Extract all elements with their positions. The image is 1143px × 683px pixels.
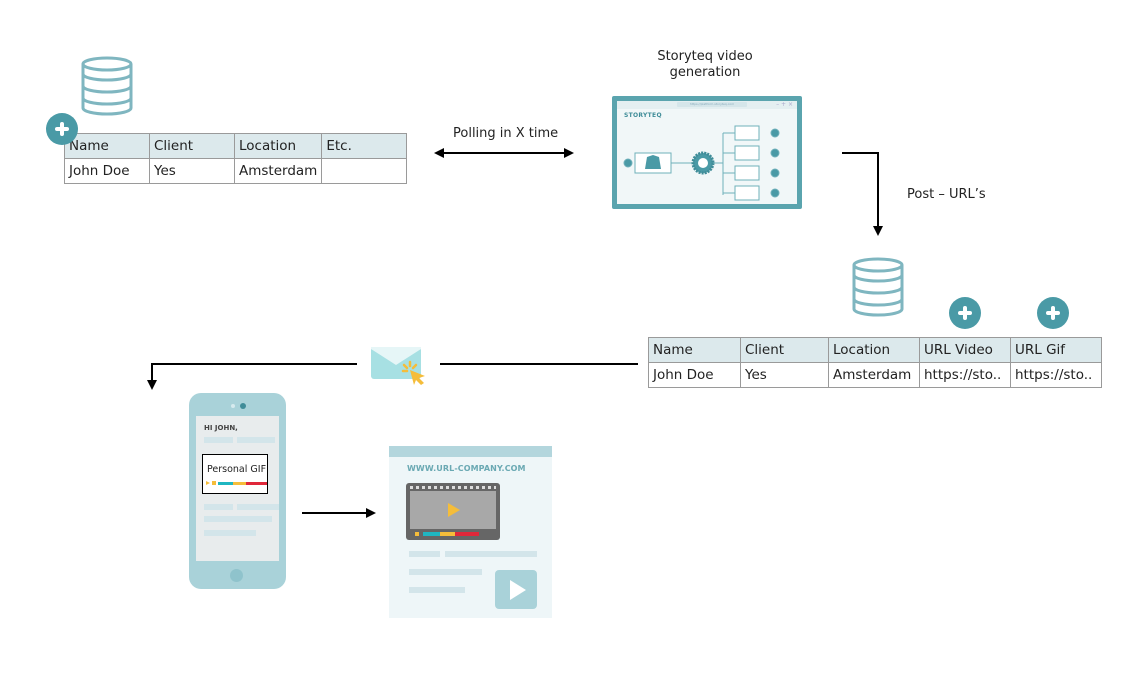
email-click-icon (371, 347, 425, 385)
text-line (204, 516, 272, 522)
cell[interactable]: https://sto.. (919, 362, 1011, 388)
text-line (409, 587, 465, 593)
header-cell: Location (828, 337, 920, 363)
table-row: John Doe Yes Amsterdam (64, 158, 408, 184)
header-cell: Location (233, 133, 323, 159)
storyteq-screenshot: https://platform.storyteq.com – + × STOR… (612, 96, 802, 209)
storyteq-window: https://platform.storyteq.com – + × STOR… (617, 101, 797, 204)
cell[interactable]: https://sto.. (1010, 362, 1102, 388)
cell: Yes (740, 362, 829, 388)
phone: HI JOHN, Personal GIF (189, 393, 286, 589)
landing-header-bar (389, 446, 552, 457)
text-line (237, 504, 279, 510)
header-cell: Name (648, 337, 741, 363)
plus-circle-icon (46, 113, 78, 145)
cell: John Doe (64, 158, 150, 184)
table-header-row: Name Client Location URL Video URL Gif (648, 337, 1102, 363)
progress-segment (246, 482, 267, 485)
post-label: Post – URL’s (907, 187, 986, 202)
cell: Yes (149, 158, 235, 184)
table-row: John Doe Yes Amsterdam https://sto.. htt… (648, 362, 1102, 388)
progress-marker (415, 532, 419, 536)
progress-segment (218, 482, 233, 485)
cell: Amsterdam (233, 158, 323, 184)
progress-segment (233, 482, 246, 485)
storyteq-title: Storyteq video generation (630, 49, 780, 81)
progress-segment (440, 532, 455, 536)
progress-segment (455, 532, 479, 536)
landing-url: WWW.URL-COMPANY.COM (407, 464, 526, 473)
email-greeting: HI JOHN, (204, 424, 238, 432)
storyteq-title-line2: generation (669, 65, 741, 80)
header-cell: Client (149, 133, 235, 159)
play-triangle (510, 580, 526, 600)
film-perforation (410, 486, 496, 489)
storyteq-title-line1: Storyteq video (657, 49, 753, 64)
progress-segment (423, 532, 440, 536)
email-to-phone-arrow (147, 363, 357, 390)
header-cell: URL Video (919, 337, 1011, 363)
header-cell: Client (740, 337, 829, 363)
video-player-icon[interactable] (406, 483, 500, 540)
text-line (445, 551, 537, 557)
database-icon (852, 257, 904, 317)
result-data-table: Name Client Location URL Video URL Gif J… (648, 337, 1102, 388)
home-button (230, 569, 243, 582)
cell (321, 158, 408, 184)
plus-circle-icon (949, 297, 981, 329)
database-icon (81, 56, 133, 116)
header-cell: Name (64, 133, 150, 159)
text-line (204, 504, 233, 510)
window-titlebar: https://platform.storyteq.com – + × (617, 101, 797, 109)
phone-screen: HI JOHN, Personal GIF (196, 416, 279, 561)
cell: John Doe (648, 362, 741, 388)
plus-circle-icon (1037, 297, 1069, 329)
workflow-graphic (623, 125, 780, 201)
url-bar: https://platform.storyteq.com (677, 102, 747, 107)
header-cell: URL Gif (1010, 337, 1102, 363)
text-line (409, 569, 482, 575)
play-icon (448, 503, 460, 517)
landing-page: WWW.URL-COMPANY.COM (389, 446, 552, 618)
phone-camera (240, 403, 246, 409)
text-line (237, 437, 275, 443)
post-arrow (842, 152, 883, 236)
progress-marker (212, 481, 216, 485)
video-frame (410, 491, 496, 529)
table-header-row: Name Client Location Etc. (64, 133, 408, 159)
phone-sensor (231, 404, 235, 408)
text-line (204, 437, 233, 443)
window-controls: – + × (776, 101, 793, 108)
play-icon (206, 481, 210, 485)
source-data-table: Name Client Location Etc. John Doe Yes A… (64, 133, 408, 184)
storyteq-brand: STORYTEQ (624, 112, 662, 119)
header-cell: Etc. (321, 133, 408, 159)
text-line (409, 551, 440, 557)
polling-label: Polling in X time (453, 126, 559, 141)
personal-gif[interactable]: Personal GIF (202, 454, 268, 494)
gif-label: Personal GIF (207, 464, 267, 475)
text-line (204, 530, 256, 536)
play-button-icon[interactable] (495, 570, 537, 609)
cell: Amsterdam (828, 362, 920, 388)
